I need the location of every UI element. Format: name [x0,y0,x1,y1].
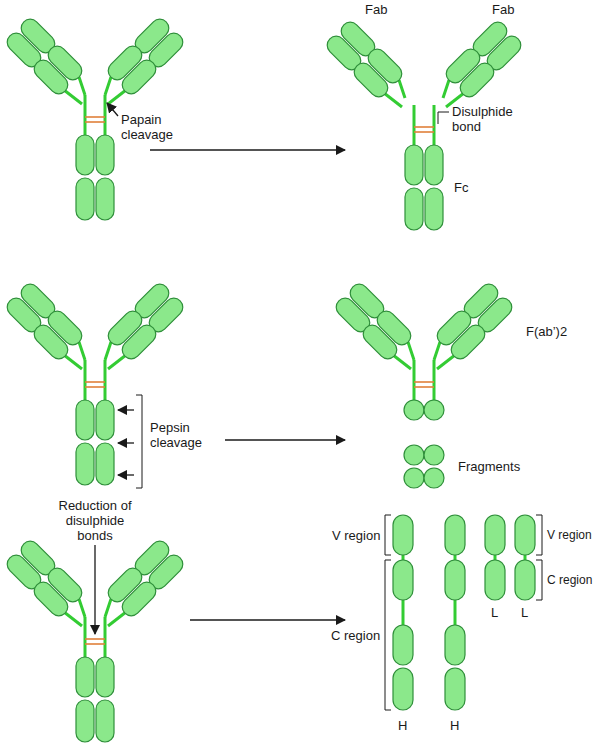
domain-shape [445,625,465,665]
fragment-label: F(ab’)2 [526,324,567,339]
domain-shape [393,515,413,555]
process-arrow [150,149,345,150]
cleavage-pointer [107,103,118,116]
domain-shape [424,468,444,488]
cleavage-label: Papain cleavage [121,112,185,142]
region-label: C region [331,628,380,643]
domain-shape [424,400,444,420]
domain-shape [445,515,465,555]
cleavage-label: Pepsin cleavage [150,420,214,450]
region-label: V region [547,528,592,543]
domain-shape [515,515,535,555]
cleavage-pointer [118,442,134,443]
outline-path [536,560,542,600]
domain-shape [445,668,465,710]
antibody [3,537,186,742]
cleavage-pointer [118,474,134,475]
leader-line [438,112,449,124]
domain-shape [393,560,413,600]
bond-label: Disulphide bond [452,104,524,134]
process-arrow [225,439,345,440]
outline-path [385,560,391,710]
hinge [414,360,434,401]
process-label: Reduction of disulphide bonds [49,498,141,543]
stroke-line [494,555,497,560]
cleavage-pointer [118,409,134,410]
chain-label: L [521,605,528,620]
fragment-label: Fc [454,180,468,195]
hinge [414,105,434,146]
fragment-domains [404,400,444,488]
fab-fragment [442,18,524,107]
region-brackets [385,515,542,710]
stroke-line [454,600,457,625]
shape-group [393,515,535,710]
domain-shape [485,515,505,555]
reduction-pointer [94,545,95,634]
domain-shape [485,560,505,600]
fab-fragment [323,18,405,107]
domain-shape [393,625,413,665]
chain-label: H [450,718,459,733]
fragment-label: Fab [492,2,514,17]
domain-shape [445,560,465,600]
antibody [3,280,186,485]
chain-label: L [491,605,498,620]
shape-group [403,555,525,625]
outline-path [385,515,391,555]
stroke-line [524,555,527,560]
fragment-label: Fab [365,2,387,17]
stroke-line [402,600,405,625]
antibody [3,15,186,220]
stroke-line [402,555,405,560]
domain-shape [404,445,424,465]
fragment-label: Fragments [458,459,520,474]
domain-shape [424,445,444,465]
region-label: V region [332,528,380,543]
fab-arm [433,280,515,369]
bracket [136,395,142,488]
region-label: C region [547,573,592,588]
domain-shape [515,560,535,600]
fc-fragment [405,145,443,230]
fab-arm [332,280,414,369]
domain-shape [404,400,424,420]
domain-shape [393,668,413,710]
separated-chains [393,515,535,710]
stroke-line [454,555,457,560]
domain-shape [404,468,424,488]
chain-label: H [398,718,407,733]
outline-path [536,515,542,555]
process-arrow [190,619,345,620]
